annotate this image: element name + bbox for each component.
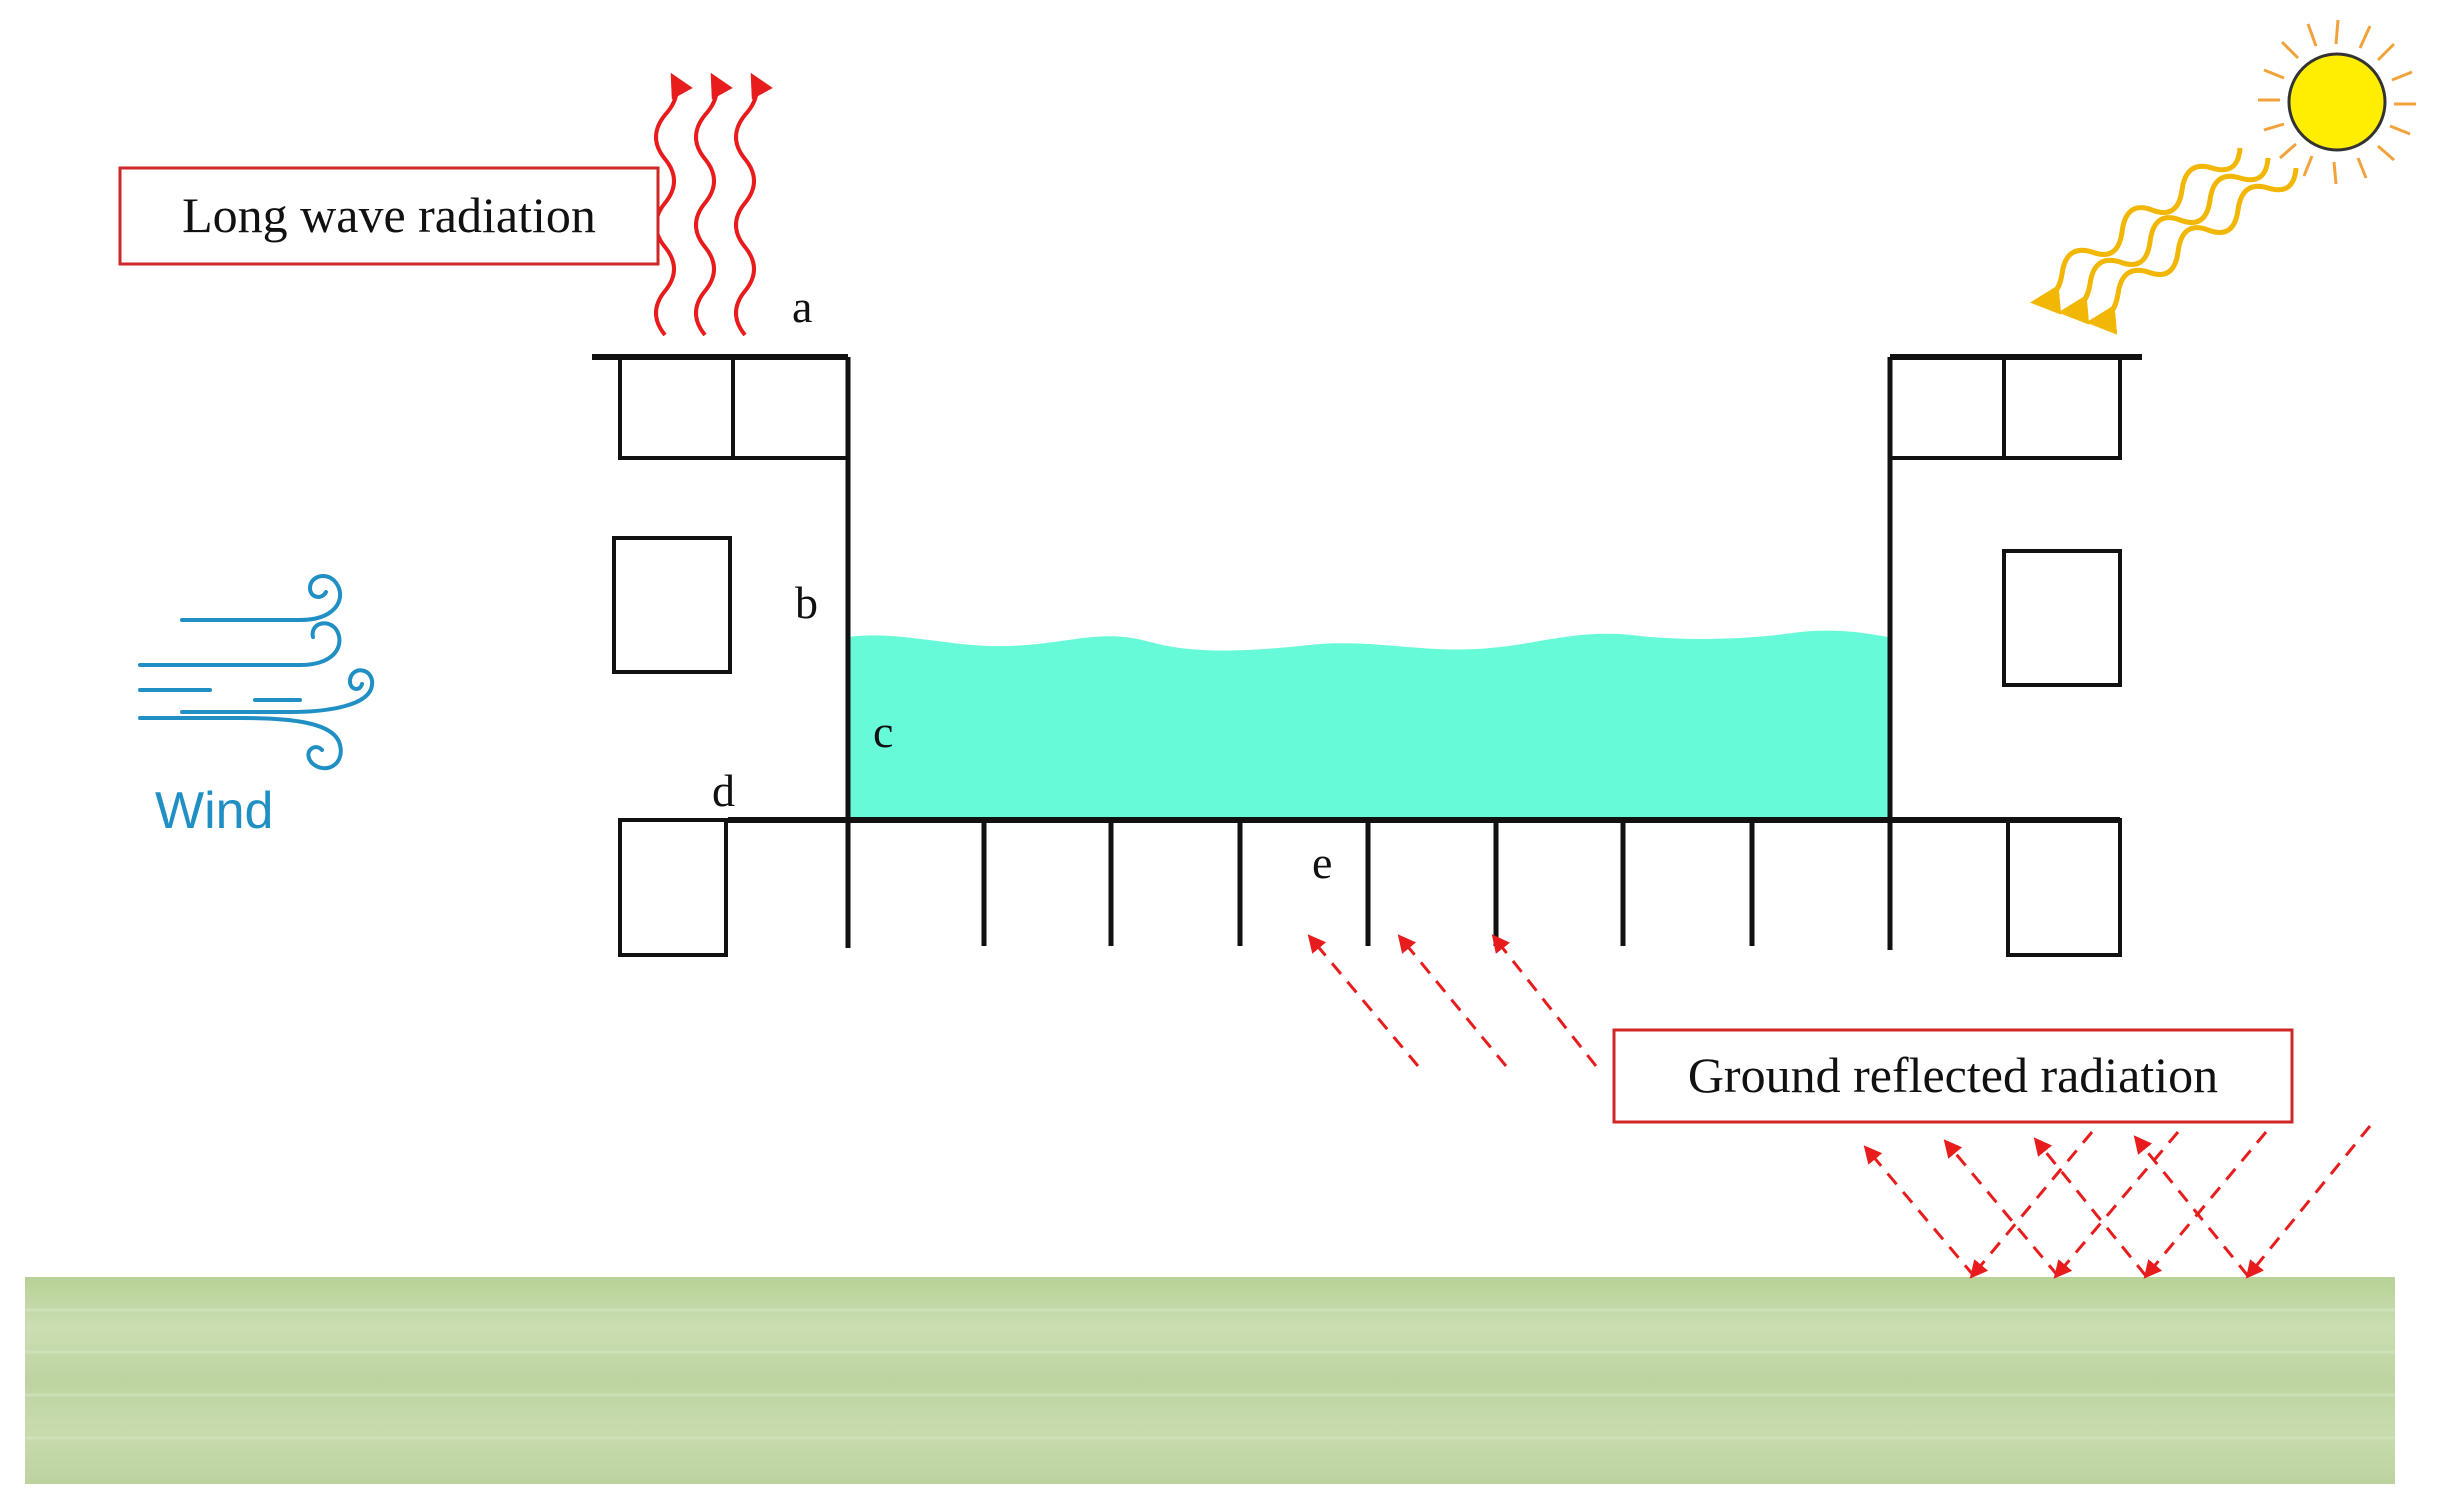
long-wave-label: Long wave radiation [182, 187, 596, 243]
ground [25, 1277, 2395, 1484]
label-e: e [1312, 837, 1332, 888]
water [848, 630, 1888, 820]
reflected-arrows-under-floor [1307, 934, 1598, 1067]
structure [592, 354, 2142, 957]
reflection-arrows-ground [1863, 1125, 2372, 1279]
wind-icon [138, 574, 375, 771]
long-wave-arrows [654, 72, 773, 337]
ground-reflected-label: Ground reflected radiation [1688, 1047, 2218, 1103]
label-b: b [795, 577, 818, 628]
label-c: c [873, 706, 893, 757]
wind-label: Wind [155, 782, 273, 840]
solar-rays [2030, 147, 2299, 335]
long-wave-label-box: Long wave radiation [118, 166, 660, 266]
ground-texture [25, 1308, 2395, 1440]
ground-reflected-label-box: Ground reflected radiation [1612, 1028, 2294, 1124]
label-a: a [792, 281, 812, 332]
sun-icon [2258, 19, 2416, 185]
label-d: d [712, 765, 735, 816]
